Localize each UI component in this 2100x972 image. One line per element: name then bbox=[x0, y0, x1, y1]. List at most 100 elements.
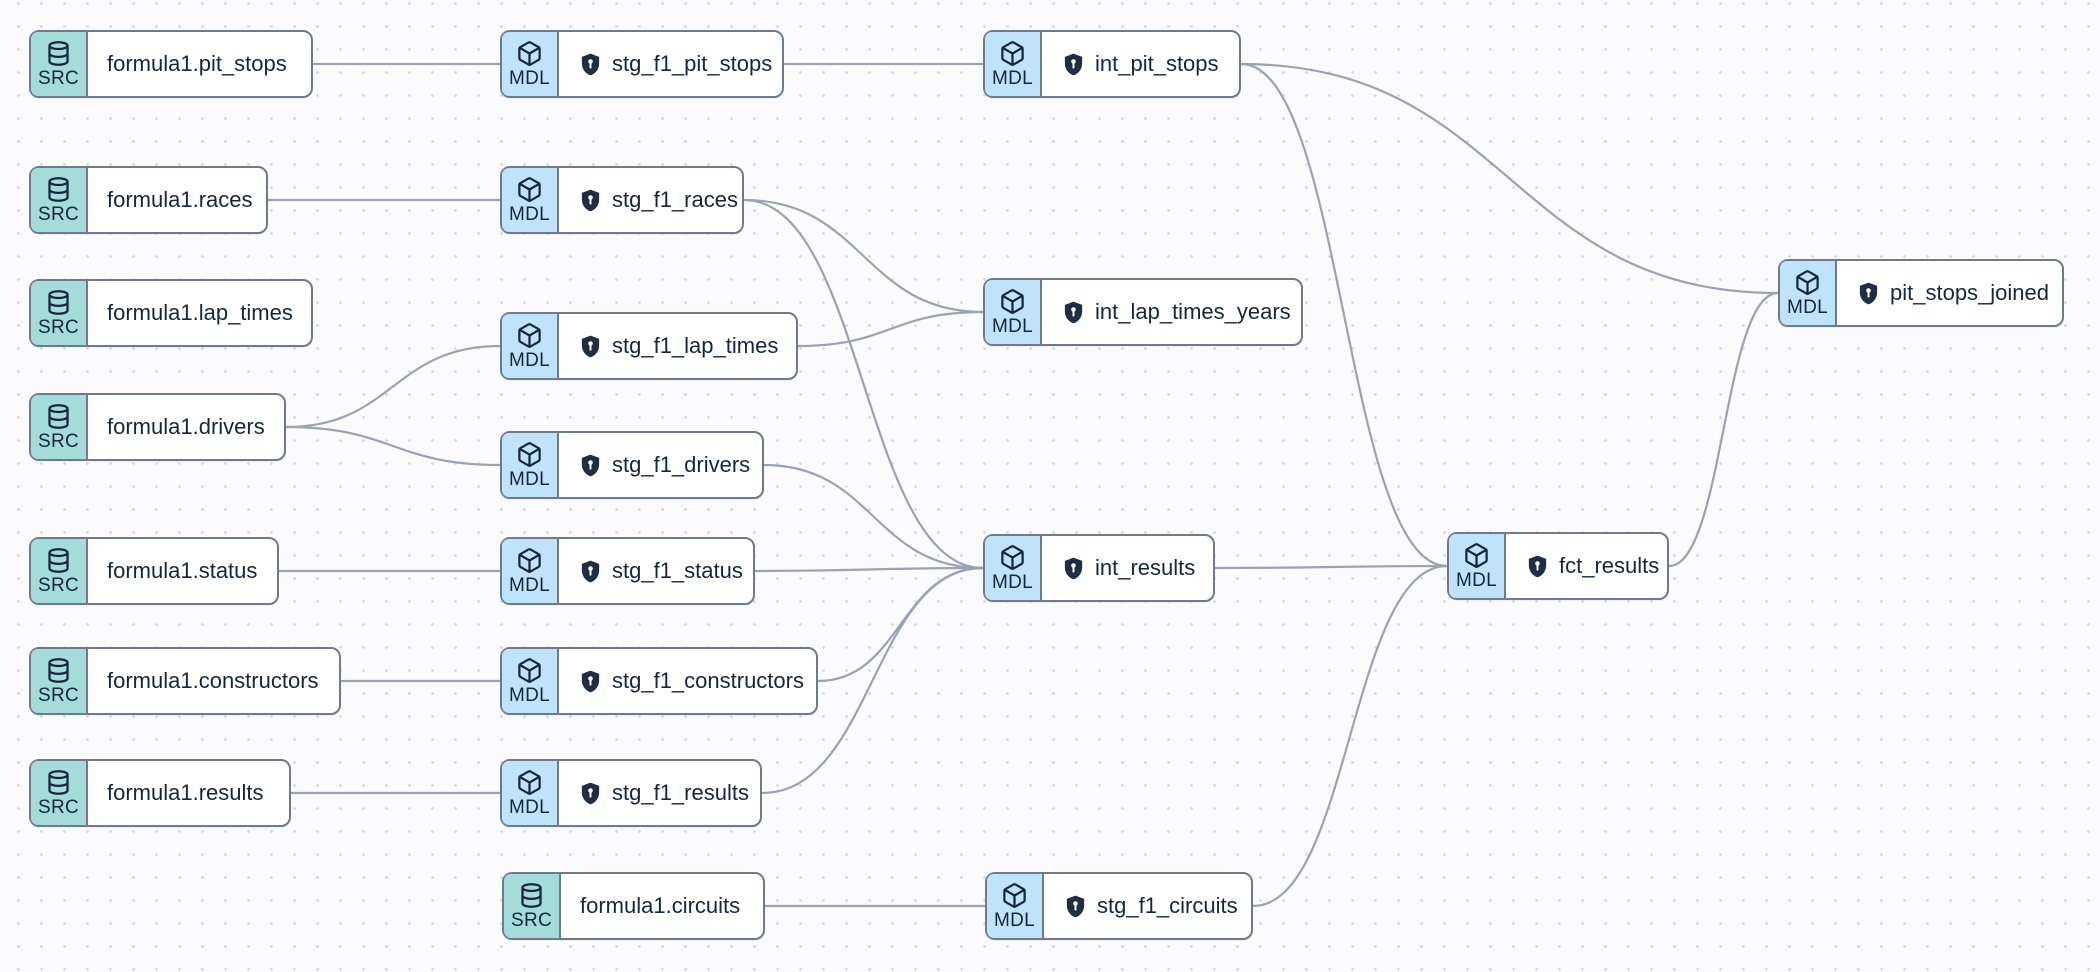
node-stg_f1_circuits[interactable]: MDL stg_f1_circuits bbox=[985, 872, 1253, 940]
cube-icon bbox=[1001, 882, 1028, 909]
node-formula1.races[interactable]: SRC formula1.races bbox=[29, 166, 268, 234]
node-label: formula1.constructors bbox=[107, 668, 319, 693]
mdl-type-badge: MDL bbox=[985, 536, 1042, 600]
shield-icon bbox=[578, 334, 603, 359]
edge-stg_drivers-to-int_results bbox=[763, 463, 984, 570]
shield-icon bbox=[1063, 894, 1088, 919]
cube-icon bbox=[516, 40, 543, 67]
node-stg_f1_races[interactable]: MDL stg_f1_races bbox=[500, 166, 744, 234]
shield-icon bbox=[1525, 554, 1550, 579]
node-formula1.results[interactable]: SRC formula1.results bbox=[29, 759, 291, 827]
node-type-label: SRC bbox=[37, 68, 79, 89]
node-body: formula1.drivers bbox=[88, 395, 284, 459]
mdl-type-badge: MDL bbox=[502, 649, 559, 713]
node-label: stg_f1_circuits bbox=[1097, 893, 1238, 918]
node-body: stg_f1_status bbox=[559, 539, 753, 603]
edge-stg_lap_times-to-int_lap_times_years bbox=[797, 310, 984, 348]
shield-icon bbox=[578, 188, 603, 213]
node-int_pit_stops[interactable]: MDL int_pit_stops bbox=[983, 30, 1241, 98]
node-formula1.status[interactable]: SRC formula1.status bbox=[29, 537, 279, 605]
edge-src_drivers-to-stg_drivers bbox=[285, 425, 501, 467]
node-formula1.lap_times[interactable]: SRC formula1.lap_times bbox=[29, 279, 313, 347]
node-body: int_pit_stops bbox=[1042, 32, 1239, 96]
node-type-label: SRC bbox=[37, 317, 79, 338]
node-label: pit_stops_joined bbox=[1890, 280, 2050, 305]
cube-icon bbox=[999, 40, 1026, 67]
node-body: stg_f1_lap_times bbox=[559, 314, 796, 378]
mdl-type-badge: MDL bbox=[502, 168, 559, 232]
node-formula1.circuits[interactable]: SRC formula1.circuits bbox=[502, 872, 765, 940]
node-body: fct_results bbox=[1506, 534, 1667, 598]
node-body: stg_f1_circuits bbox=[1044, 874, 1251, 938]
node-body: formula1.lap_times bbox=[88, 281, 311, 345]
node-label: stg_f1_lap_times bbox=[612, 333, 779, 358]
database-icon bbox=[45, 289, 72, 316]
node-type-label: MDL bbox=[508, 204, 550, 225]
node-body: stg_f1_constructors bbox=[559, 649, 816, 713]
shield-icon bbox=[578, 669, 603, 694]
cube-icon bbox=[516, 657, 543, 684]
node-body: formula1.circuits bbox=[561, 874, 763, 938]
node-body: formula1.status bbox=[88, 539, 277, 603]
edge-stg_races-to-int_results bbox=[743, 198, 984, 570]
node-label: formula1.races bbox=[107, 187, 253, 212]
database-icon bbox=[45, 547, 72, 574]
node-label: stg_f1_status bbox=[612, 558, 743, 583]
node-int_lap_times_years[interactable]: MDL int_lap_times_years bbox=[983, 278, 1303, 346]
node-body: int_lap_times_years bbox=[1042, 280, 1301, 344]
node-type-label: MDL bbox=[991, 572, 1033, 593]
node-type-label: MDL bbox=[991, 316, 1033, 337]
node-body: formula1.results bbox=[88, 761, 289, 825]
node-stg_f1_constructors[interactable]: MDL stg_f1_constructors bbox=[500, 647, 818, 715]
mdl-type-badge: MDL bbox=[502, 314, 559, 378]
node-label: stg_f1_constructors bbox=[612, 668, 804, 693]
database-icon bbox=[45, 40, 72, 67]
mdl-type-badge: MDL bbox=[1449, 534, 1506, 598]
node-body: formula1.constructors bbox=[88, 649, 339, 713]
node-stg_f1_results[interactable]: MDL stg_f1_results bbox=[500, 759, 762, 827]
node-type-label: MDL bbox=[1786, 297, 1828, 318]
node-label: formula1.results bbox=[107, 780, 264, 805]
node-type-label: SRC bbox=[510, 910, 552, 931]
node-body: stg_f1_results bbox=[559, 761, 760, 825]
database-icon bbox=[518, 882, 545, 909]
node-type-label: MDL bbox=[991, 68, 1033, 89]
node-label: formula1.lap_times bbox=[107, 300, 293, 325]
node-stg_f1_lap_times[interactable]: MDL stg_f1_lap_times bbox=[500, 312, 798, 380]
node-type-label: MDL bbox=[993, 910, 1035, 931]
node-formula1.constructors[interactable]: SRC formula1.constructors bbox=[29, 647, 341, 715]
shield-icon bbox=[1856, 281, 1881, 306]
mdl-type-badge: MDL bbox=[502, 761, 559, 825]
src-type-badge: SRC bbox=[504, 874, 561, 938]
shield-icon bbox=[1061, 556, 1086, 581]
node-label: stg_f1_results bbox=[612, 780, 749, 805]
node-label: int_pit_stops bbox=[1095, 51, 1219, 76]
database-icon bbox=[45, 769, 72, 796]
mdl-type-badge: MDL bbox=[985, 32, 1042, 96]
node-type-label: SRC bbox=[37, 204, 79, 225]
edge-stg_status-to-int_results bbox=[754, 566, 984, 573]
shield-icon bbox=[578, 781, 603, 806]
node-type-label: SRC bbox=[37, 575, 79, 596]
node-type-label: SRC bbox=[37, 797, 79, 818]
node-label: fct_results bbox=[1559, 553, 1660, 578]
edge-int_pit_stops-to-fct_results bbox=[1240, 62, 1448, 568]
edge-fct_results-to-pit_stops_joined bbox=[1668, 291, 1779, 568]
node-body: stg_f1_races bbox=[559, 168, 742, 232]
cube-icon bbox=[516, 176, 543, 203]
cube-icon bbox=[999, 288, 1026, 315]
src-type-badge: SRC bbox=[31, 649, 88, 713]
edge-stg_results-to-int_results bbox=[761, 566, 984, 795]
node-pit_stops_joined[interactable]: MDL pit_stops_joined bbox=[1778, 259, 2064, 327]
edge-src_drivers-to-stg_lap_times bbox=[285, 344, 501, 429]
database-icon bbox=[45, 176, 72, 203]
node-fct_results[interactable]: MDL fct_results bbox=[1447, 532, 1669, 600]
